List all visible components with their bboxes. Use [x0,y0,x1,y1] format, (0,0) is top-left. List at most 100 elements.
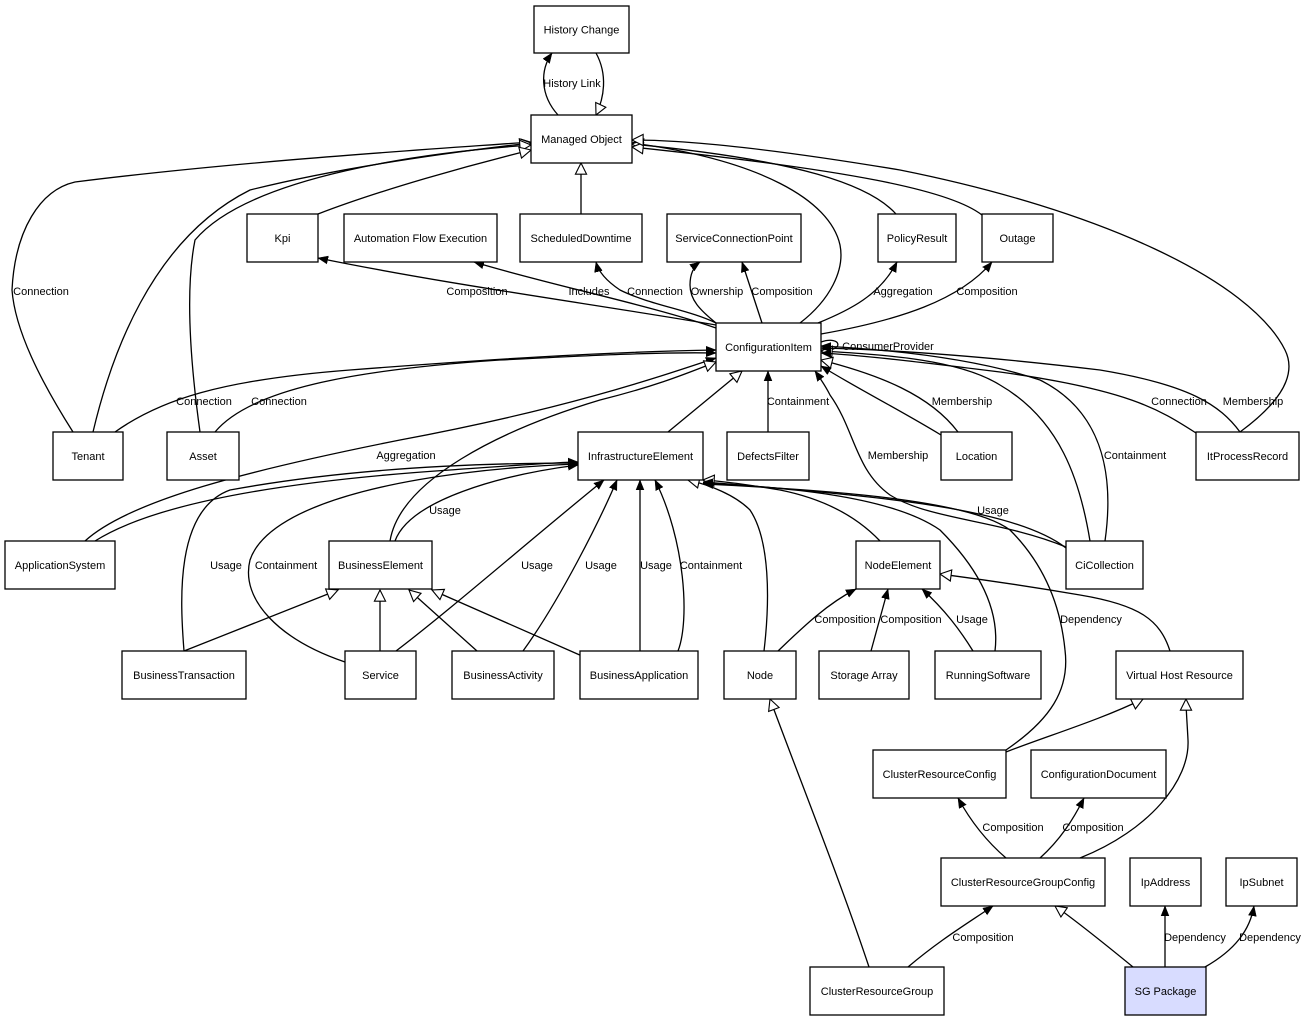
edge-label: Connection [1151,396,1207,408]
edge-cluster_resource_group_config-to-configuration_document: Composition [1039,798,1124,859]
edge-location-to-configuration_item [821,360,959,433]
node-business-activity[interactable]: BusinessActivity [451,650,555,700]
node-cluster-resource-config[interactable]: ClusterResourceConfig [872,749,1007,799]
node-cluster-resource-group-config[interactable]: ClusterResourceGroupConfig [940,857,1106,907]
node-label: Storage Array [830,670,898,682]
node-box[interactable] [121,650,247,700]
node-cluster-resource-group[interactable]: ClusterResourceGroup [809,966,945,1016]
node-box[interactable] [818,650,910,700]
node-application-system[interactable]: ApplicationSystem [4,540,116,590]
node-box[interactable] [451,650,555,700]
node-label: PolicyResult [887,233,948,245]
node-box[interactable] [1129,857,1202,907]
node-node[interactable]: Node [723,650,797,700]
node-box[interactable] [166,431,240,481]
node-outage[interactable]: Outage [981,213,1054,263]
node-box[interactable] [726,431,810,481]
node-box[interactable] [343,213,498,263]
node-running-software[interactable]: RunningSoftware [934,650,1042,700]
node-box[interactable] [715,322,822,372]
node-virtual-host-resource[interactable]: Virtual Host Resource [1115,650,1244,700]
node-box[interactable] [877,213,957,263]
node-box[interactable] [940,431,1013,481]
edge-label: Dependency [1060,614,1122,626]
node-box[interactable] [519,213,643,263]
node-box[interactable] [579,650,699,700]
node-automation-flow-execution[interactable]: Automation Flow Execution [343,213,498,263]
node-asset[interactable]: Asset [166,431,240,481]
node-sg-package[interactable]: SG Package [1124,966,1207,1016]
node-service-connection-point[interactable]: ServiceConnectionPoint [666,213,802,263]
edge-label: Usage [956,614,988,626]
edge-label: Usage [640,560,672,572]
node-business-application[interactable]: BusinessApplication [579,650,699,700]
association-line [814,371,1067,548]
node-infrastructure-element[interactable]: InfrastructureElement [577,431,704,481]
edge-label: Membership [1223,396,1284,408]
association-line [596,262,717,324]
node-box[interactable] [1195,431,1300,481]
node-ip-subnet[interactable]: IpSubnet [1225,857,1298,907]
edge-business_application-to-infrastructure_element: Containment [654,480,742,652]
node-box[interactable] [981,213,1054,263]
generalization-line [703,480,881,542]
node-box[interactable] [344,650,417,700]
node-box[interactable] [533,5,630,54]
node-label: NodeElement [865,560,932,572]
edge-outage-to-managed_object [632,147,983,216]
node-configuration-item[interactable]: ConfigurationItem [715,322,822,372]
node-history-change[interactable]: History Change [533,5,630,54]
node-box[interactable] [1225,857,1298,907]
association-line [394,465,578,542]
node-box[interactable] [723,650,797,700]
node-box[interactable] [577,431,704,481]
edge-tenant-to-configuration_item: Connection [114,350,716,433]
node-managed-object[interactable]: Managed Object [530,114,633,164]
node-box[interactable] [666,213,802,263]
node-box[interactable] [328,540,433,590]
node-ip-address[interactable]: IpAddress [1129,857,1202,907]
node-box[interactable] [934,650,1042,700]
association-line [11,142,531,433]
node-label: ServiceConnectionPoint [675,233,792,245]
node-box[interactable] [530,114,633,164]
node-box[interactable] [855,540,941,590]
node-label: ConfigurationDocument [1041,769,1157,781]
association-line [703,484,1067,751]
generalization-line [317,150,531,215]
node-box[interactable] [4,540,116,590]
node-label: DefectsFilter [737,451,799,463]
node-policy-result[interactable]: PolicyResult [877,213,957,263]
edge-storage_array-to-node_element: Composition [870,589,942,652]
node-location[interactable]: Location [940,431,1013,481]
generalization-line [1055,906,1134,968]
node-storage-array[interactable]: Storage Array [818,650,910,700]
node-business-transaction[interactable]: BusinessTransaction [121,650,247,700]
association-line [544,53,559,116]
node-ci-collection[interactable]: CiCollection [1065,540,1144,590]
node-box[interactable] [1030,749,1167,799]
edge-business_activity-to-business_element [409,590,478,652]
association-line [654,480,685,652]
node-box[interactable] [872,749,1007,799]
generalization-line [389,362,716,542]
node-node-element[interactable]: NodeElement [855,540,941,590]
node-box[interactable] [52,431,124,481]
node-tenant[interactable]: Tenant [52,431,124,481]
node-service[interactable]: Service [344,650,417,700]
node-box[interactable] [1115,650,1244,700]
node-box[interactable] [1065,540,1144,590]
node-box[interactable] [809,966,945,1016]
node-box[interactable] [246,213,319,263]
node-configuration-document[interactable]: ConfigurationDocument [1030,749,1167,799]
node-it-process-record[interactable]: ItProcessRecord [1195,431,1300,481]
node-scheduled-downtime[interactable]: ScheduledDowntime [519,213,643,263]
node-kpi[interactable]: Kpi [246,213,319,263]
node-box[interactable] [940,857,1106,907]
node-box[interactable] [1124,966,1207,1016]
edge-node_element-to-infrastructure_element [703,480,881,542]
node-business-element[interactable]: BusinessElement [328,540,433,590]
edge-business_application-to-infrastructure_element: Usage [640,480,672,651]
node-defects-filter[interactable]: DefectsFilter [726,431,810,481]
